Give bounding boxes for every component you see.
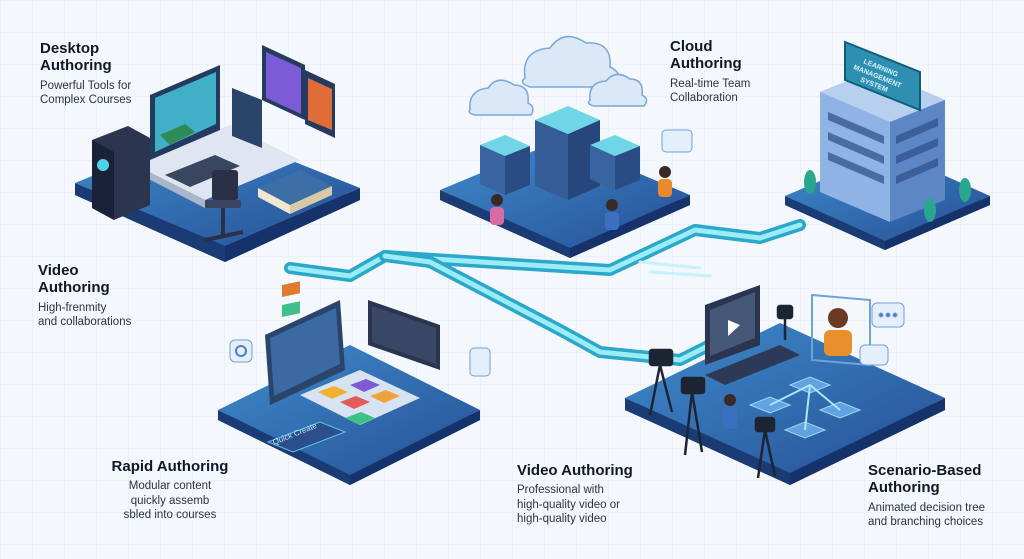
person-icon [490,166,672,230]
desktop-title-line-1: Desktop [40,40,100,57]
chair-icon [204,170,244,242]
chat-bubble-icon [859,302,905,366]
video-left-title-line-1: Video [38,262,79,279]
video-left-subtitle-line-1: High-frenmity [38,301,107,314]
cloud-title-line-1: Cloud [670,38,713,55]
video-left-title-line-2: Authoring [38,279,110,297]
cloud-subtitle-line-2: Collaboration [670,91,738,104]
desktop-title-line-2: Authoring [40,57,112,75]
camera-icon [648,304,794,479]
play-icon [705,285,760,365]
cloud-icon [468,35,648,116]
video-center-subtitle-line-1: Professional with [517,484,604,497]
video-authoring-center-label: Video Authoring Professional with high-q… [517,462,633,526]
server-icon [480,106,640,200]
lms-building-platform [785,40,990,250]
cloud-authoring-label: Cloud Authoring Real-time Team Collabora… [670,38,750,105]
scenario-title-line-2: Authoring [868,479,940,497]
rapid-subtitle-line-1: Modular content [128,480,212,493]
keyboard-icon [165,155,240,187]
lms-sign: LEARNING MANAGEMENT SYSTEM [852,59,903,94]
desktop-platform [75,45,360,262]
chat-bubble-icon [661,129,693,153]
rapid-subtitle-line-3: sbled into courses [123,509,217,521]
gear-icon [229,339,253,363]
content-blocks [318,379,400,425]
monitor-icon [150,45,335,160]
video-authoring-left-label: Video Authoring High-frenmity and collab… [38,262,131,329]
tree-icon [804,170,971,222]
camera-icon [469,347,491,377]
rapid-platform [218,281,491,485]
connector-pipe [284,219,806,366]
scenario-title-line-1: Scenario-Based [868,462,982,479]
desktop-subtitle-line-1: Powerful Tools for [40,79,132,92]
monitor-icon [265,281,440,405]
desktop-subtitle-line-2: Complex Courses [40,93,132,106]
video-center-subtitle-line-3: high-quality video [517,513,607,525]
pc-tower-icon [92,126,150,220]
video-center-subtitle-line-2: high-quality video or [517,498,620,511]
book-icon [258,170,332,214]
scenario-subtitle-line-2: and branching choices [868,515,984,528]
rapid-subtitle-line-2: quickly assemb [130,494,210,507]
scenario-platform [625,285,945,485]
cloud-platform [440,35,693,258]
building-icon [820,40,945,222]
decision-tree [748,376,862,439]
video-left-subtitle-line-2: and collaborations [38,315,132,328]
video-center-title: Video Authoring [517,462,633,479]
cloud-subtitle-line-1: Real-time Team [670,77,751,90]
scenario-authoring-label: Scenario-Based Authoring Animated decisi… [868,462,985,529]
rapid-authoring-label: Rapid Authoring Modular content quickly … [95,458,245,522]
rapid-title: Rapid Authoring [111,458,229,475]
cloud-title-line-2: Authoring [670,55,742,73]
scenario-subtitle-line-1: Animated decision tree [868,501,985,514]
desktop-authoring-label: Desktop Authoring Powerful Tools for Com… [40,40,131,107]
